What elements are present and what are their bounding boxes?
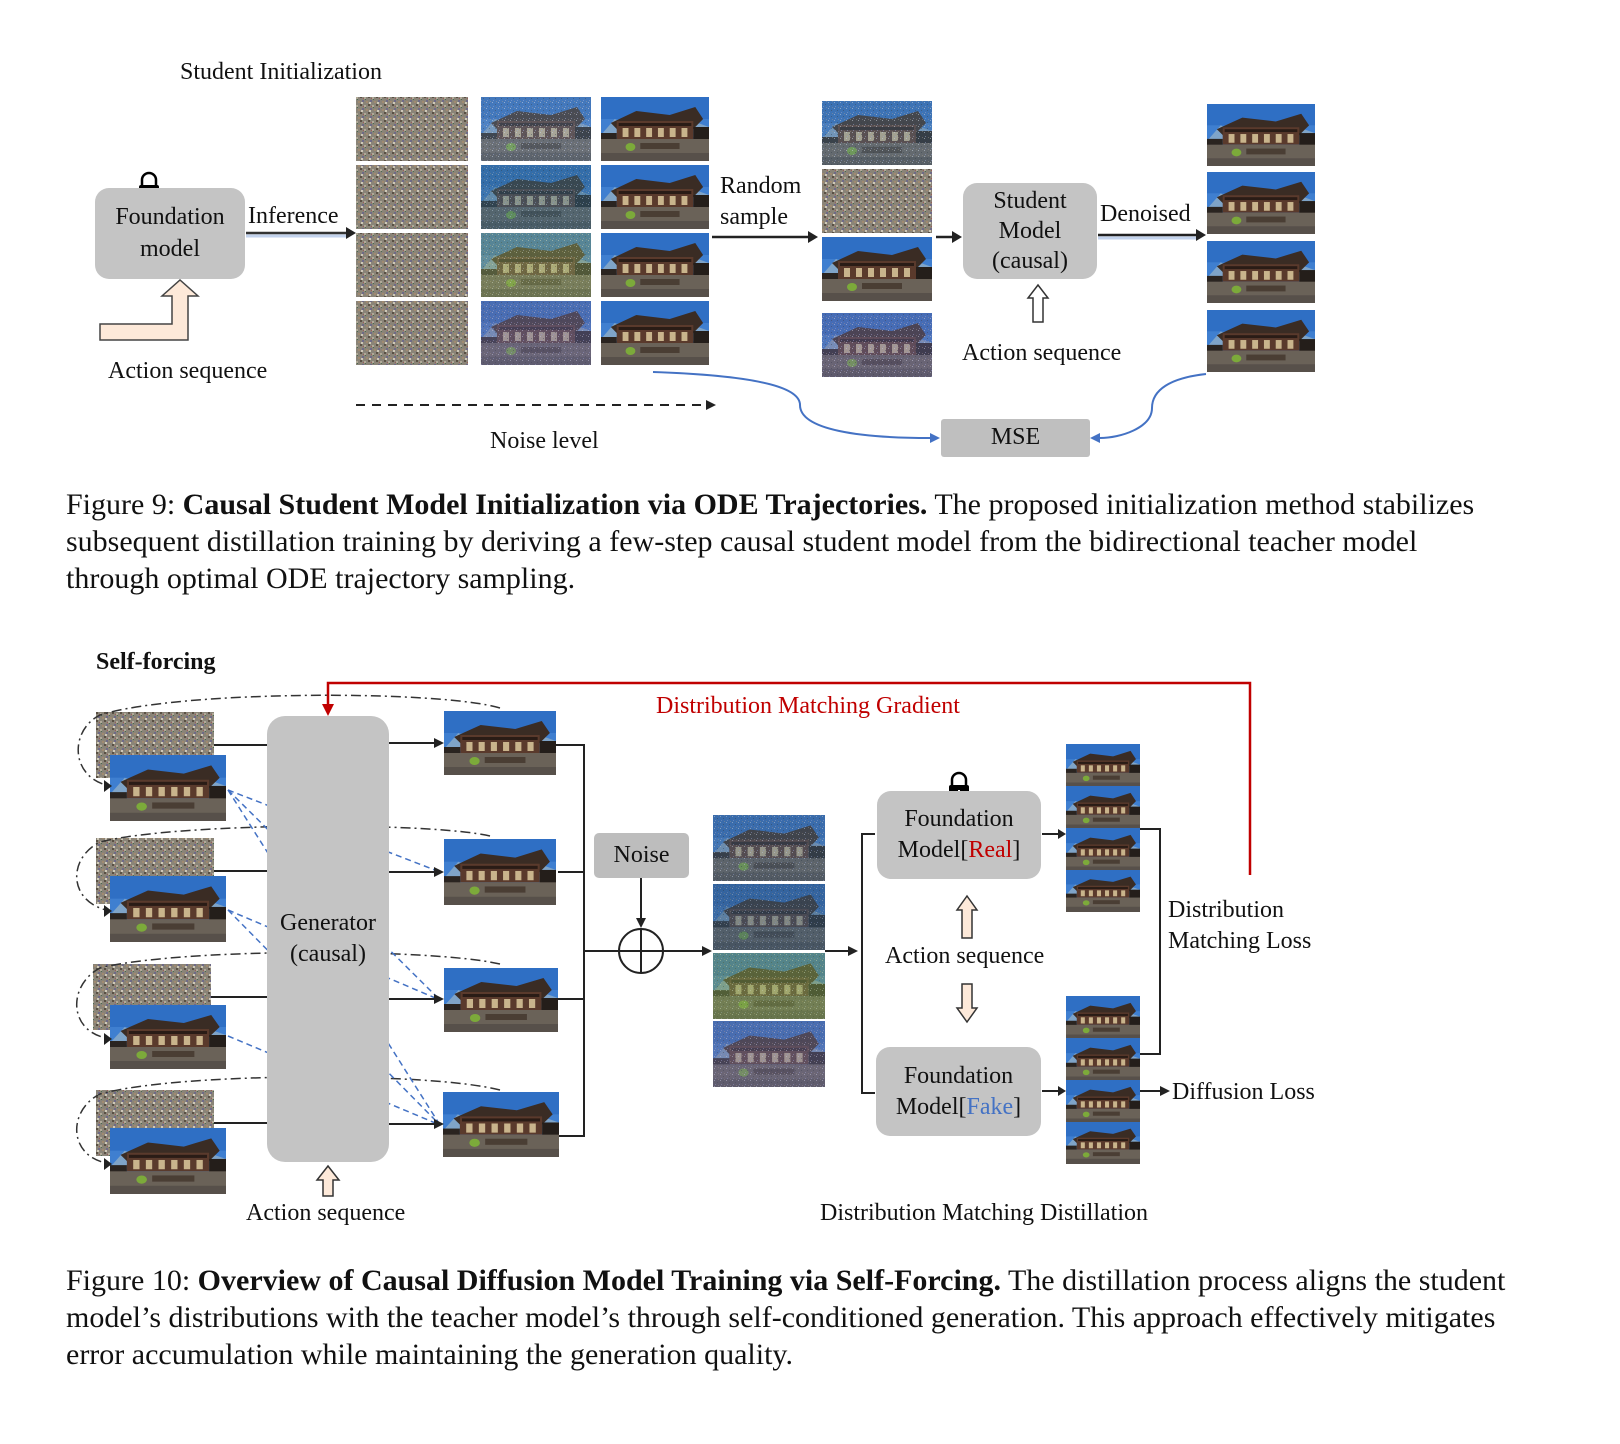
bent-arrow-icon	[99, 278, 200, 341]
generator-line1: Generator	[280, 910, 376, 936]
noise-level-label: Noise level	[490, 428, 599, 454]
dmd-label: Distribution Matching Distillation	[820, 1200, 1148, 1226]
dm-loss-line2: Matching Loss	[1168, 928, 1312, 954]
dm-gradient-loop	[322, 681, 1252, 875]
foundation-real-line1: Foundation	[904, 806, 1014, 832]
foundation-model-line1: Foundation	[115, 204, 225, 231]
self-forcing-label: Self-forcing	[96, 649, 216, 675]
random-sample-column	[822, 101, 932, 377]
feedback-arrowheads	[104, 780, 112, 1170]
foundation-real-suffix: ]	[1012, 837, 1021, 863]
figure10-caption-title: Overview of Causal Diffusion Model Train…	[197, 1264, 1001, 1297]
noise-column-fig9	[356, 97, 468, 365]
foundation-fake-box: Foundation Model[Fake]	[876, 1047, 1041, 1136]
foundation-model-box: Foundation model	[95, 188, 245, 279]
mse-curves	[652, 371, 1207, 443]
mid-noise-column-fig9	[481, 97, 591, 365]
foundation-fake-suffix: ]	[1013, 1093, 1022, 1120]
self-forcing-inputs	[93, 712, 226, 1194]
block-up-arrow-icon-mid	[955, 894, 979, 939]
mse-box: MSE	[941, 419, 1090, 457]
mse-label: MSE	[990, 424, 1041, 451]
generator-line2: (causal)	[290, 941, 366, 967]
foundation-model-line2: model	[140, 235, 200, 262]
dm-loss-line1: Distribution	[1168, 897, 1285, 923]
figure9-caption-body: The proposed initialization method stabi…	[66, 488, 1475, 595]
noised-column-fig10	[713, 815, 825, 1087]
action-sequence-left: Action sequence	[108, 358, 268, 384]
foundation-real-word: Real	[968, 837, 1013, 863]
foundation-fake-line1: Foundation	[903, 1062, 1014, 1089]
diffusion-loss-label: Diffusion Loss	[1172, 1079, 1315, 1105]
real-outputs-stack	[1066, 744, 1140, 912]
generator-outputs	[443, 711, 559, 1157]
arrows-fig9	[246, 227, 1206, 410]
foundation-real-prefix: Model[	[897, 837, 969, 863]
clean-column-fig9	[601, 97, 709, 365]
figure9-caption: Figure 9: Causal Student Model Initializ…	[66, 486, 1506, 597]
noise-label: Noise	[613, 841, 670, 868]
noise-box: Noise	[594, 833, 689, 878]
denoised-column	[1207, 104, 1315, 372]
foundation-fake-prefix: Model[	[895, 1093, 967, 1120]
denoised-label: Denoised	[1100, 201, 1191, 227]
student-model-line1: Student	[993, 188, 1067, 214]
figure10-caption-body: The distillation process aligns the stud…	[66, 1264, 1506, 1371]
figure9-caption-prefix: Figure 9:	[66, 488, 176, 521]
foundation-real-box: Foundation Model[Real]	[877, 791, 1041, 879]
random-sample-label: Random sample	[720, 171, 801, 233]
figure10-caption: Figure 10: Overview of Causal Diffusion …	[66, 1262, 1506, 1373]
random-sample-line1: Random	[720, 173, 802, 199]
dm-loss-label: Distribution Matching Loss	[1168, 895, 1311, 957]
student-model-line2: Model	[998, 218, 1062, 244]
generator-io-lines	[211, 742, 1161, 1137]
dm-gradient-label: Distribution Matching Gradient	[656, 693, 960, 719]
student-init-label: Student Initialization	[180, 59, 382, 85]
figure9-caption-title: Causal Student Model Initialization via …	[182, 488, 928, 521]
student-model-line3: (causal)	[992, 248, 1068, 274]
action-sequence-right: Action sequence	[962, 340, 1122, 366]
fake-outputs-stack	[1066, 996, 1140, 1164]
generator-box: Generator (causal)	[267, 716, 389, 1162]
inference-label: Inference	[248, 203, 339, 229]
feedback-loops	[76, 694, 501, 1164]
random-sample-line2: sample	[720, 204, 788, 230]
xor-plus-icon	[618, 928, 664, 974]
block-up-arrow-icon	[1026, 283, 1050, 323]
foundation-fake-word: Fake	[966, 1093, 1014, 1120]
block-down-arrow-icon	[955, 983, 979, 1024]
action-sequence-mid: Action sequence	[885, 943, 1045, 969]
fig10-arrowheads	[434, 738, 1170, 1129]
block-up-arrow-icon-gen	[315, 1164, 341, 1197]
action-sequence-generator: Action sequence	[246, 1200, 406, 1226]
figure10-caption-prefix: Figure 10:	[66, 1264, 191, 1297]
